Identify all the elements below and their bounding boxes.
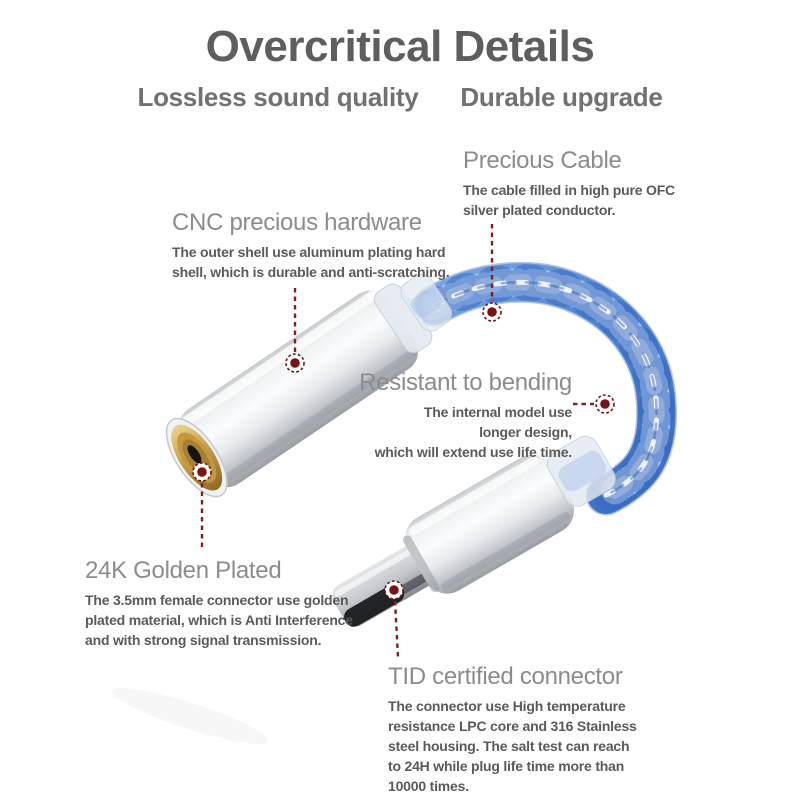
callout-title: TID certified connector xyxy=(388,663,623,690)
callout-line: The internal model use xyxy=(423,404,572,420)
callout-tid-certified-connector: TID certified connector The connector us… xyxy=(388,662,637,796)
callout-title: CNC precious hardware xyxy=(172,209,422,236)
callout-dash-lines xyxy=(200,224,594,658)
jack-hole xyxy=(187,445,202,464)
callout-line: The cable filled in high pure OFC xyxy=(463,182,675,198)
callout-line: The 3.5mm female connector use golden xyxy=(85,592,349,608)
subtitle-durable: Durable upgrade xyxy=(460,82,663,112)
braided-cable xyxy=(413,261,678,516)
callout-line: silver plated conductor. xyxy=(463,202,616,218)
callout-line: which will extend use life time. xyxy=(374,444,573,460)
callout-line: resistance LPC core and 316 Stainless xyxy=(388,718,637,734)
callout-line: and with strong signal transmission. xyxy=(85,632,322,648)
callout-line: The outer shell use aluminum plating har… xyxy=(172,244,446,260)
jack-strain-relief xyxy=(373,273,453,354)
callout-marker-golden xyxy=(192,462,212,482)
usb-c-strain-relief xyxy=(546,435,616,507)
callout-title: Resistant to bending xyxy=(359,369,572,396)
callout-markers xyxy=(192,302,615,600)
header: Overcritical Details Lossless sound qual… xyxy=(0,0,800,112)
subtitle-lossless: Lossless sound quality xyxy=(137,82,419,112)
callout-line: plated material, which is Anti Interfere… xyxy=(85,612,353,628)
callout-line: The connector use High temperature xyxy=(388,698,626,714)
callout-line: to 24H while plug life time more than xyxy=(388,758,625,774)
callout-line: 10000 times. xyxy=(388,778,469,794)
page-title: Overcritical Details xyxy=(205,22,595,71)
callout-marker-precious xyxy=(482,302,502,322)
callout-title: Precious Cable xyxy=(463,147,622,174)
subtitle: Lossless sound quality Durable upgrade xyxy=(0,82,800,112)
dash-line-tid xyxy=(393,600,400,658)
callout-line: longer design, xyxy=(479,424,572,440)
callout-resistant-to-bending: Resistant to bending The internal model … xyxy=(359,368,572,462)
shadow xyxy=(108,678,272,753)
callout-line: shell, which is durable and anti-scratch… xyxy=(172,264,450,280)
callout-precious-cable: Precious Cable The cable filled in high … xyxy=(463,146,675,220)
callout-24k-golden-plated: 24K Golden Plated The 3.5mm female conne… xyxy=(85,556,353,650)
callout-marker-cnc xyxy=(285,353,305,373)
callout-marker-tid xyxy=(384,580,404,600)
callout-marker-resistant xyxy=(595,394,615,414)
audio-jack-connector xyxy=(165,273,453,498)
callout-title: 24K Golden Plated xyxy=(85,557,282,584)
callout-line: steel housing. The salt test can reach xyxy=(388,738,630,754)
callout-cnc-hardware: CNC precious hardware The outer shell us… xyxy=(172,208,450,282)
